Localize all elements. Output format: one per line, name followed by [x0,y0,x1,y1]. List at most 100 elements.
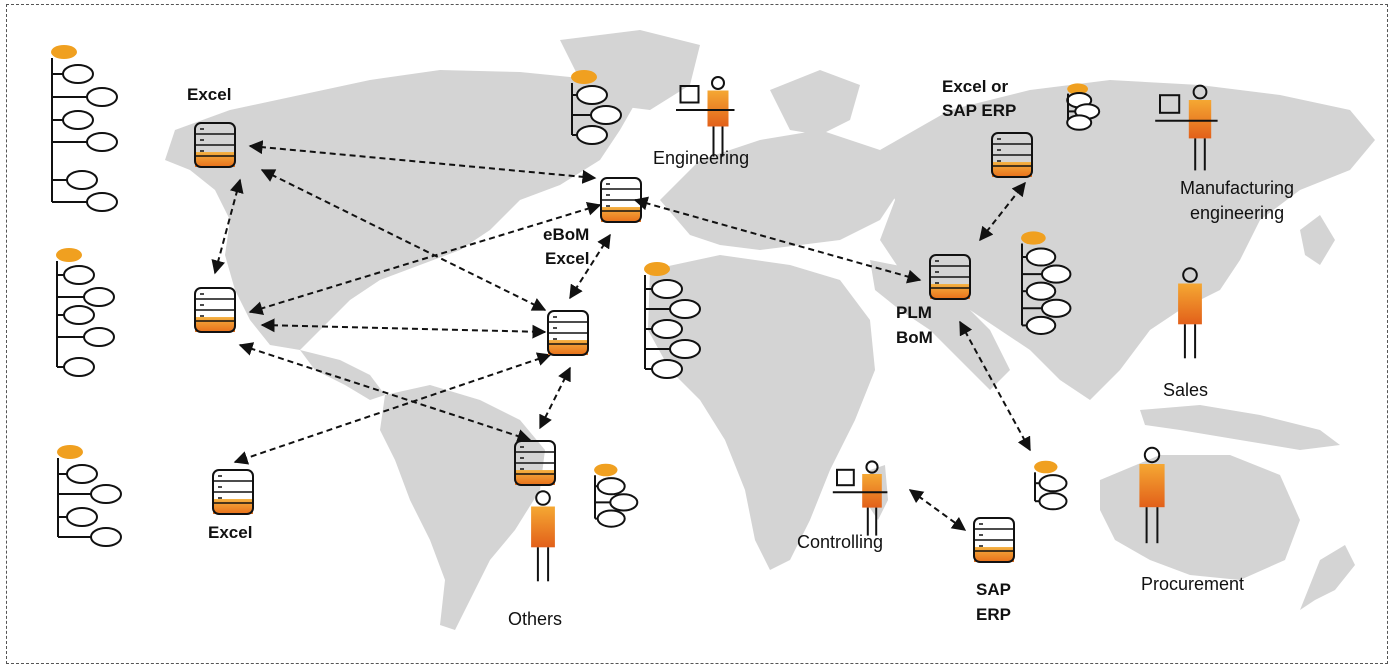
tree-root-node [1021,231,1046,245]
arrow-excel-top-to-ny [211,178,244,275]
db-base [213,499,253,514]
label-manufacturing-line2: engineering [1190,203,1284,223]
tree-node [83,287,115,307]
arrow-ny-to-central [260,318,547,339]
bom-tree-brazil [594,463,639,528]
databases [194,122,1033,563]
person-engineering [676,76,735,157]
australia-shape [1100,455,1300,580]
label-excel-or-line1: Excel or [942,77,1009,96]
central-america-shape [300,350,385,400]
tree-node [90,527,122,547]
person-head [1143,446,1161,464]
tree-node [90,484,122,504]
label-manufacturing-line1: Manufacturing [1180,178,1294,198]
person-head [865,460,879,474]
arrow-central-to-brazil [539,366,571,430]
tree-node [66,464,98,484]
tree-node [576,125,608,145]
tree-root-node [594,463,618,477]
person-head [535,490,551,506]
db-base [515,470,555,485]
db-base [548,340,588,355]
tree-node [609,493,639,512]
db-base [195,317,235,332]
person-sales [1178,267,1202,359]
tree-root-node [1034,460,1058,474]
database-brazil [514,440,556,486]
person-torso [1178,283,1202,325]
tree-node [1038,492,1068,511]
tree-node [1040,264,1072,284]
tree-node [596,509,626,528]
tree-node [63,265,95,285]
tree-node [86,192,118,212]
tree-node [1025,281,1057,301]
person-procurement [1139,446,1165,544]
label-excel-bottom: Excel [208,523,252,542]
tree-node [651,279,683,299]
database-north-america-mid [194,287,236,333]
person-torso [707,90,729,127]
label-controlling: Controlling [797,532,883,552]
tree-node [1066,114,1093,131]
asia-shape [880,80,1375,400]
label-plm-line2: BoM [896,328,933,347]
tree-node [86,87,118,107]
tree-node [669,299,701,319]
arrow-ny-to-ebom [248,201,602,316]
db-base [930,284,970,299]
bom-tree-engineering [571,70,622,145]
bom-trees [51,45,1101,547]
label-sales: Sales [1163,380,1208,400]
monitor-icon [836,468,855,487]
tree-node [62,64,94,84]
tree-node [1025,315,1057,335]
arrow-plm-to-procurement [959,320,1031,452]
database-ebom [600,177,642,223]
person-manufacturing [1155,84,1218,171]
south-america-shape [380,385,545,630]
tree-node [1025,247,1057,267]
tree-node [66,507,98,527]
tree-node [576,85,608,105]
arrow-plm-to-excel-or [979,181,1026,242]
scandinavia-shape [770,70,860,135]
person-controlling [832,460,888,536]
tree-node [1038,474,1068,493]
tree-node [63,305,95,325]
db-base [974,547,1014,562]
label-ebom-line1: eBoM [543,225,589,244]
tree-root-node [56,248,82,262]
tree-node [651,359,683,379]
bom-tree-north-america-bottom [57,445,122,547]
tree-root-node [644,262,670,276]
people [531,76,1218,582]
label-plm-line1: PLM [896,303,932,322]
label-excel-or-line2: SAP ERP [942,101,1016,120]
bom-tree-north-america-top [51,45,118,212]
connections [211,140,1031,531]
label-others: Others [508,609,562,629]
tree-node [86,132,118,152]
db-base [992,162,1032,177]
tree-node [590,105,622,125]
arrow-central-to-excel-bottom [233,352,552,465]
arrow-controlling-to-sap [908,489,967,531]
database-excel-or [991,132,1033,178]
bom-tree-north-america-mid [56,248,115,377]
database-central [547,310,589,356]
monitor-icon [679,85,700,104]
person-torso [862,474,882,508]
label-sap-line1: SAP [976,580,1011,599]
tree-root-node [57,445,83,459]
person-torso [1188,100,1212,139]
person-others [531,490,555,582]
person-torso [531,506,555,548]
label-sap-line2: ERP [976,605,1011,624]
labels: Excel Excel eBoM Excel Excel or SAP ERP … [187,77,1294,629]
tree-node [1040,298,1072,318]
tree-root-node [571,70,597,84]
bom-tree-asia [1021,231,1072,335]
